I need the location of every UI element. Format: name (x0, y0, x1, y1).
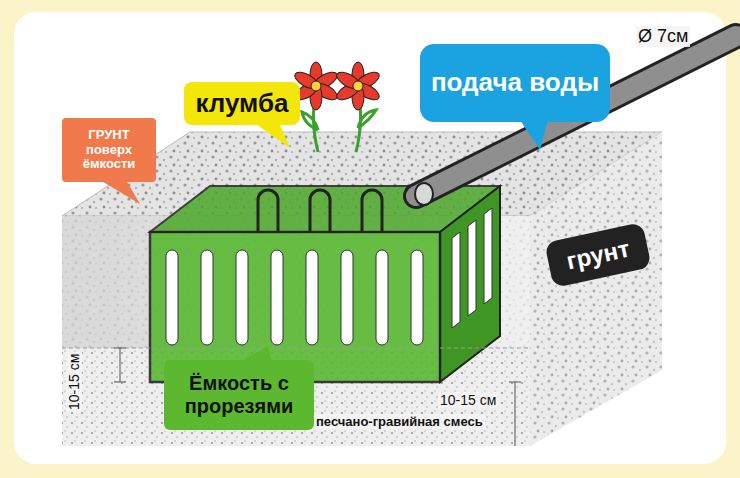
diameter-label: Ø 7см (636, 26, 690, 47)
slot (411, 250, 423, 345)
callout-text: подача воды (431, 69, 599, 96)
callout-text: грунт (564, 235, 632, 274)
water-callout: подача воды (420, 44, 610, 122)
slot (201, 250, 213, 345)
slot (236, 250, 248, 345)
topsoil-callout: ГРУНТ поверх ёмкости (62, 118, 156, 182)
slot (341, 250, 353, 345)
slot (166, 250, 178, 345)
slot (452, 232, 460, 328)
slot (306, 250, 318, 345)
slot (468, 220, 476, 316)
dimension-label: 10-15 см (438, 392, 498, 408)
layer-label: песчано-гравийная смесь (314, 414, 485, 429)
callout-text: Ёмкость с прорезями (174, 372, 304, 418)
callout-text: ГРУНТ поверх ёмкости (72, 128, 146, 173)
flowerbed-callout: клумба (184, 82, 300, 125)
container-callout: Ёмкость с прорезями (164, 360, 314, 430)
slot (484, 208, 492, 304)
slot (271, 250, 283, 345)
slot (376, 250, 388, 345)
callout-text: клумба (195, 89, 288, 118)
dimension-label: 10-15 см (66, 352, 82, 412)
